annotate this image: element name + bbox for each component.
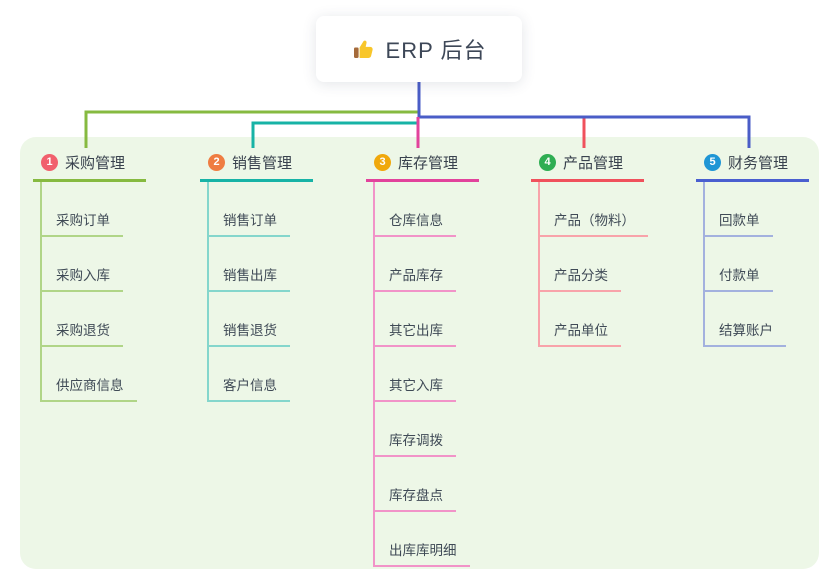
child-node[interactable]: 产品（物料） bbox=[538, 182, 648, 237]
child-label: 库存调拨 bbox=[373, 429, 456, 457]
child-label: 采购退货 bbox=[40, 319, 123, 347]
branch-销售管理: 2 销售管理销售订单销售出库销售退货客户信息 bbox=[200, 148, 313, 402]
child-node[interactable]: 付款单 bbox=[703, 237, 809, 292]
child-label: 其它出库 bbox=[373, 319, 456, 347]
branch-label: 财务管理 bbox=[728, 155, 789, 172]
branch-label: 采购管理 bbox=[65, 155, 126, 172]
branch-采购管理: 1 采购管理采购订单采购入库采购退货供应商信息 bbox=[33, 148, 146, 402]
child-label: 客户信息 bbox=[207, 374, 290, 402]
child-node[interactable]: 库存调拨 bbox=[373, 402, 479, 457]
thumbs-up-icon bbox=[352, 37, 376, 61]
branch-label: 销售管理 bbox=[232, 155, 293, 172]
child-node[interactable]: 其它出库 bbox=[373, 292, 479, 347]
priority-badge: 5 bbox=[704, 154, 721, 171]
priority-badge: 1 bbox=[41, 154, 58, 171]
child-node[interactable]: 库存盘点 bbox=[373, 457, 479, 512]
branch-node[interactable]: 1 采购管理 bbox=[33, 148, 146, 182]
branch-node[interactable]: 2 销售管理 bbox=[200, 148, 313, 182]
child-label: 结算账户 bbox=[703, 319, 786, 347]
child-label: 供应商信息 bbox=[40, 374, 137, 402]
child-node[interactable]: 供应商信息 bbox=[40, 347, 146, 402]
branch-node[interactable]: 4 产品管理 bbox=[531, 148, 644, 182]
child-node[interactable]: 销售退货 bbox=[207, 292, 313, 347]
child-node[interactable]: 客户信息 bbox=[207, 347, 313, 402]
branch-children: 回款单付款单结算账户 bbox=[703, 182, 809, 347]
child-label: 回款单 bbox=[703, 209, 773, 237]
child-node[interactable]: 销售订单 bbox=[207, 182, 313, 237]
child-label: 出库库明细 bbox=[373, 539, 470, 567]
child-node[interactable]: 其它入库 bbox=[373, 347, 479, 402]
child-node[interactable]: 出库库明细 bbox=[373, 512, 479, 567]
children-connector-line bbox=[373, 182, 375, 567]
children-connector-line bbox=[40, 182, 42, 402]
child-label: 产品单位 bbox=[538, 319, 621, 347]
child-label: 产品分类 bbox=[538, 264, 621, 292]
child-label: 付款单 bbox=[703, 264, 773, 292]
child-node[interactable]: 采购入库 bbox=[40, 237, 146, 292]
child-node[interactable]: 采购退货 bbox=[40, 292, 146, 347]
child-node[interactable]: 销售出库 bbox=[207, 237, 313, 292]
branch-label: 库存管理 bbox=[398, 155, 459, 172]
branch-产品管理: 4 产品管理产品（物料） 产品分类产品单位 bbox=[531, 148, 648, 347]
background-panel bbox=[20, 137, 819, 569]
branch-children: 销售订单销售出库销售退货客户信息 bbox=[207, 182, 313, 402]
branch-children: 采购订单采购入库采购退货供应商信息 bbox=[40, 182, 146, 402]
child-node[interactable]: 产品分类 bbox=[538, 237, 648, 292]
branch-财务管理: 5 财务管理回款单付款单结算账户 bbox=[696, 148, 809, 347]
child-node[interactable]: 产品单位 bbox=[538, 292, 648, 347]
child-label: 销售出库 bbox=[207, 264, 290, 292]
priority-badge: 2 bbox=[208, 154, 225, 171]
child-node[interactable]: 采购订单 bbox=[40, 182, 146, 237]
root-node[interactable]: ERP 后台 bbox=[316, 16, 522, 82]
branch-库存管理: 3 库存管理仓库信息产品库存其它出库其它入库库存调拨库存盘点出库库明细 bbox=[366, 148, 479, 567]
child-label: 库存盘点 bbox=[373, 484, 456, 512]
priority-badge: 4 bbox=[539, 154, 556, 171]
children-connector-line bbox=[207, 182, 209, 402]
child-node[interactable]: 产品库存 bbox=[373, 237, 479, 292]
children-connector-line bbox=[703, 182, 705, 347]
root-label: ERP 后台 bbox=[385, 38, 487, 63]
priority-badge: 3 bbox=[374, 154, 391, 171]
child-label: 销售订单 bbox=[207, 209, 290, 237]
branch-node[interactable]: 3 库存管理 bbox=[366, 148, 479, 182]
branch-label: 产品管理 bbox=[563, 155, 624, 172]
child-label: 销售退货 bbox=[207, 319, 290, 347]
child-node[interactable]: 结算账户 bbox=[703, 292, 809, 347]
child-label: 产品库存 bbox=[373, 264, 456, 292]
branch-children: 仓库信息产品库存其它出库其它入库库存调拨库存盘点出库库明细 bbox=[373, 182, 479, 567]
child-label: 采购入库 bbox=[40, 264, 123, 292]
branch-node[interactable]: 5 财务管理 bbox=[696, 148, 809, 182]
child-label: 采购订单 bbox=[40, 209, 123, 237]
child-label: 产品（物料） bbox=[538, 209, 648, 237]
children-connector-line bbox=[538, 182, 540, 347]
child-label: 其它入库 bbox=[373, 374, 456, 402]
child-node[interactable]: 仓库信息 bbox=[373, 182, 479, 237]
branch-children: 产品（物料） 产品分类产品单位 bbox=[538, 182, 648, 347]
child-label: 仓库信息 bbox=[373, 209, 456, 237]
child-node[interactable]: 回款单 bbox=[703, 182, 809, 237]
